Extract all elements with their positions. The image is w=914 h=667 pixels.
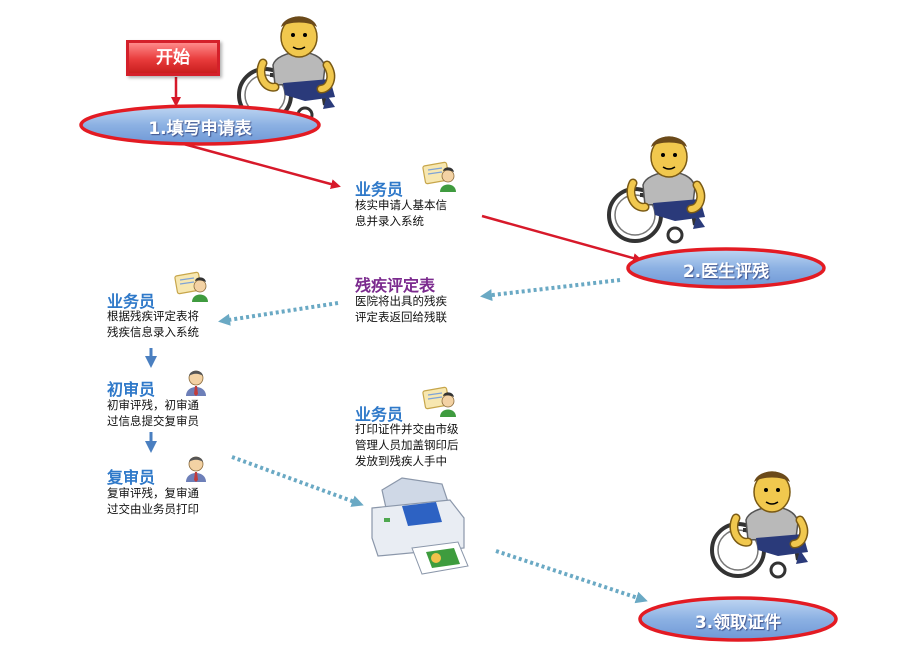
- desc-line: 息并录入系统: [355, 214, 424, 228]
- step3-ellipse: [638, 596, 838, 642]
- step1-ellipse: [79, 104, 321, 146]
- second-review-title: 复审员: [107, 468, 156, 487]
- document-clerk-icon: [422, 161, 457, 193]
- assessment-title: 残疾评定表: [355, 276, 436, 295]
- clerk-enter-title: 业务员: [107, 292, 156, 311]
- desc-line: 根据残疾评定表将: [107, 309, 199, 323]
- document-clerk-icon: [422, 386, 457, 418]
- desc-line: 医院将出具的残疾: [355, 294, 447, 308]
- step3-label: 3.领取证件: [694, 613, 782, 633]
- clerk-print-title: 业务员: [355, 405, 404, 424]
- desc-line: 过信息提交复审员: [107, 414, 199, 428]
- reviewer-avatar-icon: [185, 456, 207, 483]
- second-review-desc: 复审评残，复审通 过交由业务员打印: [107, 485, 199, 517]
- wheelchair-person-icon: [712, 472, 808, 578]
- wheelchair-person-icon: [239, 17, 335, 123]
- step2-ellipse: [626, 247, 826, 289]
- reviewer-avatar-icon: [185, 370, 207, 397]
- clerk-enter-desc: 根据残疾评定表将 残疾信息录入系统: [107, 308, 199, 340]
- arrow-assessment-to-clerk: [218, 301, 339, 326]
- desc-line: 残疾信息录入系统: [107, 325, 199, 339]
- desc-line: 复审评残，复审通: [107, 486, 199, 500]
- clerk-verify-desc: 核实申请人基本信 息并录入系统: [355, 197, 447, 229]
- desc-line: 初审评残，初审通: [107, 398, 199, 412]
- assessment-desc: 医院将出具的残疾 评定表返回给残联: [355, 293, 447, 325]
- arrow-printer-to-step3: [495, 549, 648, 604]
- step2-label: 2.医生评残: [682, 262, 770, 282]
- printer-icon: [371, 477, 469, 575]
- document-clerk-icon: [174, 271, 209, 303]
- arrow-clerk-to-step2: [481, 214, 643, 263]
- wheelchair-person-icon: [609, 137, 705, 243]
- desc-line: 核实申请人基本信: [355, 198, 447, 212]
- desc-line: 管理人员加盖钢印后: [355, 438, 459, 452]
- step1-label: 1.填写申请表: [148, 119, 252, 139]
- desc-line: 发放到残疾人手中: [355, 454, 447, 468]
- desc-line: 打印证件并交由市级: [355, 422, 459, 436]
- clerk-print-desc: 打印证件并交由市级 管理人员加盖钢印后 发放到残疾人手中: [355, 421, 459, 469]
- start-node: 开始: [126, 40, 220, 76]
- arrow-step1-to-clerk: [179, 141, 341, 189]
- clerk-verify-title: 业务员: [355, 180, 404, 199]
- desc-line: 评定表返回给残联: [355, 310, 447, 324]
- first-review-title: 初审员: [107, 380, 156, 399]
- first-review-desc: 初审评残，初审通 过信息提交复审员: [107, 397, 199, 429]
- arrow-review-to-printer: [231, 455, 364, 507]
- desc-line: 过交由业务员打印: [107, 502, 199, 516]
- arrow-step2-to-assessment: [480, 278, 621, 302]
